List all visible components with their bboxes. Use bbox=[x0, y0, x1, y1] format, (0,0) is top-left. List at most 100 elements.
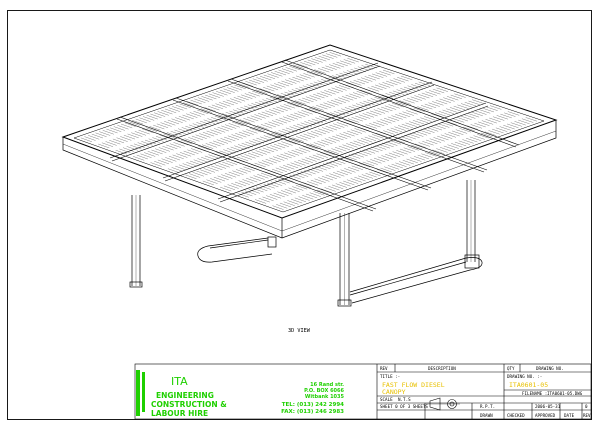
sheeting-line bbox=[343, 71, 355, 76]
sheeting-line bbox=[105, 141, 117, 146]
sheeting-line bbox=[265, 159, 277, 164]
sheeting-line bbox=[241, 82, 254, 87]
sheeting-line bbox=[379, 71, 391, 76]
roof-beams bbox=[116, 59, 520, 212]
sheeting-line bbox=[194, 98, 206, 103]
sheeting-line bbox=[311, 118, 324, 123]
sheeting-line bbox=[387, 165, 400, 170]
sheeting-line bbox=[260, 124, 273, 129]
sheeting-line bbox=[202, 132, 215, 137]
sheeting-line bbox=[193, 159, 205, 164]
sheeting-line bbox=[289, 66, 301, 71]
sheeting-line bbox=[296, 172, 309, 177]
sheeting-line bbox=[312, 154, 325, 160]
sheeting-line bbox=[274, 180, 286, 185]
sheeting-line bbox=[141, 141, 153, 146]
sheeting-line bbox=[425, 91, 437, 96]
sheeting-line bbox=[376, 120, 389, 125]
sheeting-line bbox=[198, 145, 210, 151]
sheeting-line bbox=[514, 121, 526, 126]
sheeting-line bbox=[161, 158, 173, 163]
sheeting-line bbox=[280, 153, 292, 159]
sheeting-line bbox=[358, 114, 371, 119]
sheeting-line bbox=[412, 132, 424, 137]
sheeting-line bbox=[262, 99, 274, 104]
sheeting-line bbox=[174, 129, 186, 134]
sheeting-line bbox=[128, 121, 140, 126]
sheeting-line bbox=[328, 76, 340, 81]
sheeting-line bbox=[303, 182, 315, 187]
sheeting-line bbox=[371, 146, 383, 151]
sheeting-line bbox=[260, 76, 272, 81]
right-rear-post bbox=[466, 180, 476, 262]
projection-symbol bbox=[426, 397, 460, 411]
sheeting-line bbox=[211, 165, 223, 170]
sheeting-line bbox=[232, 121, 244, 127]
sheeting-line bbox=[228, 123, 240, 128]
sheeting-line bbox=[277, 82, 290, 87]
sheeting-line bbox=[469, 136, 482, 141]
sheeting-line bbox=[133, 156, 145, 161]
sheeting-line bbox=[413, 107, 426, 112]
sheeting-line bbox=[233, 109, 245, 114]
sheeting-line bbox=[275, 119, 287, 124]
sheeting-line bbox=[373, 157, 386, 163]
sheeting-line bbox=[341, 96, 354, 101]
sheeting-line bbox=[142, 128, 154, 133]
sheeting-line bbox=[150, 162, 162, 167]
sheeting-line bbox=[300, 62, 312, 67]
sheeting-line bbox=[406, 158, 418, 163]
sheeting-line bbox=[445, 120, 457, 126]
sheeting-line bbox=[247, 104, 260, 109]
sheeting-line bbox=[418, 94, 430, 99]
sheeting-line bbox=[332, 75, 344, 80]
sheeting-line bbox=[285, 79, 297, 84]
sheeting-line bbox=[454, 93, 466, 98]
sheeting-line bbox=[176, 153, 188, 158]
sheeting-line bbox=[346, 143, 358, 148]
sheeting-line bbox=[229, 159, 241, 164]
sheeting-line bbox=[417, 106, 429, 111]
sheeting-line bbox=[349, 81, 362, 86]
sheeting-line bbox=[349, 93, 361, 98]
filename-label: FILENAME : bbox=[522, 391, 547, 396]
sheeting-line bbox=[131, 132, 143, 137]
sheeting-line bbox=[264, 171, 276, 176]
sheeting-line bbox=[200, 120, 212, 126]
sheeting-line bbox=[399, 148, 412, 154]
sheeting-line bbox=[210, 129, 222, 134]
sheeting-line bbox=[313, 191, 325, 196]
sheeting-line bbox=[309, 95, 321, 100]
sheeting-line bbox=[178, 116, 191, 121]
sheeting-line bbox=[288, 78, 301, 83]
sheeting-line bbox=[402, 111, 414, 116]
sheeting-line bbox=[186, 101, 199, 106]
sheeting-line bbox=[197, 158, 209, 163]
sheeting-line bbox=[383, 130, 395, 135]
company-address-3: Witbank 1035 bbox=[305, 394, 345, 400]
sheeting-line bbox=[446, 96, 459, 101]
sheeting-line bbox=[464, 102, 477, 107]
sheeting-line bbox=[343, 132, 355, 137]
sheeting-line bbox=[480, 132, 493, 137]
sheeting-line bbox=[286, 163, 299, 169]
sheeting-line bbox=[395, 114, 407, 119]
sheeting-line bbox=[147, 151, 159, 156]
sheeting-line bbox=[288, 90, 300, 95]
sheeting-line bbox=[254, 114, 266, 119]
sheeting-line bbox=[192, 123, 204, 128]
sheeting-line bbox=[232, 170, 244, 175]
sheeting-line bbox=[369, 123, 381, 128]
sheeting-line bbox=[245, 141, 257, 146]
sheeting-line bbox=[420, 117, 432, 122]
sheeting-line bbox=[399, 100, 411, 105]
sheeting-line bbox=[153, 124, 165, 130]
sheeting-line bbox=[343, 180, 355, 186]
sheeting-line bbox=[274, 83, 286, 88]
sheeting-line bbox=[252, 188, 264, 193]
sheeting-line bbox=[266, 195, 278, 200]
sheeting-line bbox=[344, 168, 356, 173]
sheeting-line bbox=[168, 107, 180, 112]
sheeting-line bbox=[269, 109, 281, 114]
sheeting-line bbox=[347, 58, 359, 63]
